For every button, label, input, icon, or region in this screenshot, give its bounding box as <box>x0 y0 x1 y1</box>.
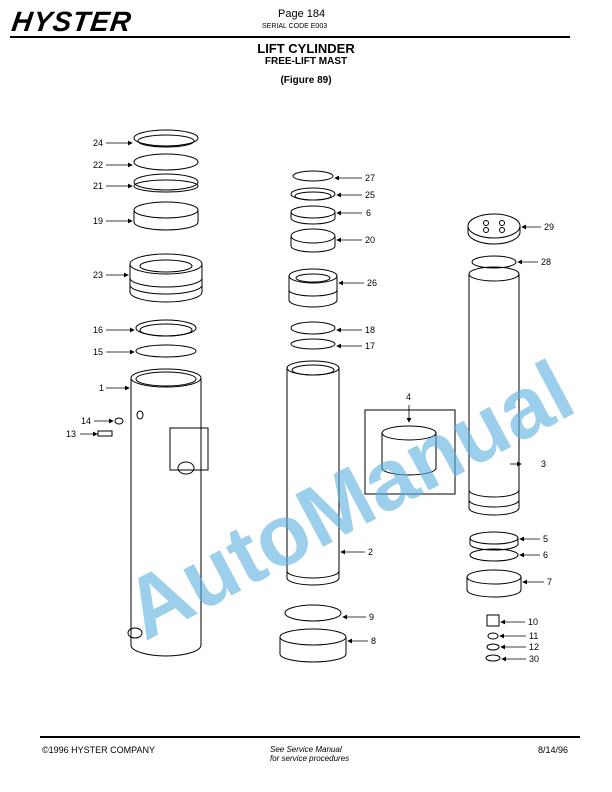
part-11-o-ring <box>487 632 499 640</box>
callout-30: 30 <box>529 654 539 664</box>
callout-4: 4 <box>406 392 411 402</box>
part-15-o-ring <box>135 344 197 358</box>
page-number: Page 184 <box>278 8 326 20</box>
part-13-screw <box>97 430 113 437</box>
callout-27: 27 <box>365 173 375 183</box>
part-6-ring-mid <box>290 205 336 219</box>
callout-24: 24 <box>93 138 103 148</box>
service-note-line1: See Service Manual <box>270 745 342 754</box>
part-29-cap <box>467 213 521 239</box>
part-8-wear-ring <box>279 628 347 646</box>
callout-13: 13 <box>66 429 76 439</box>
watermark: AutoManual <box>109 342 589 658</box>
page-title: LIFT CYLINDER <box>257 41 355 56</box>
part-7-wear-ring <box>466 569 522 585</box>
callout-5: 5 <box>543 534 548 544</box>
part-3-plunger <box>468 266 520 282</box>
callout-6-mid: 6 <box>366 208 371 218</box>
part-21-ring <box>133 173 199 191</box>
part-14-washer <box>114 417 124 425</box>
callout-17: 17 <box>365 341 375 351</box>
part-12-washer <box>486 643 500 651</box>
part-28-ring <box>471 255 517 269</box>
callout-29: 29 <box>544 222 554 232</box>
callout-14: 14 <box>81 416 91 426</box>
part-4-inset-box <box>364 409 456 495</box>
callout-23: 23 <box>93 270 103 280</box>
callout-8: 8 <box>371 636 376 646</box>
part-19-wear-ring <box>133 201 199 219</box>
serial-code: SERIAL CODE E003 <box>262 23 328 30</box>
part-27-ring <box>292 170 334 182</box>
figure-reference: (Figure 89) <box>280 75 332 86</box>
callout-21: 21 <box>93 181 103 191</box>
callout-10: 10 <box>528 617 538 627</box>
callout-20: 20 <box>365 235 375 245</box>
part-22-ring <box>133 153 199 171</box>
part-5-ring <box>469 531 519 545</box>
callout-11: 11 <box>529 631 538 641</box>
callout-3: 3 <box>541 459 546 469</box>
callout-19: 19 <box>93 216 103 226</box>
service-note-line2: for service procedures <box>270 754 350 763</box>
callout-1: 1 <box>99 383 104 393</box>
part-20-wear-ring <box>290 228 336 244</box>
callout-18: 18 <box>365 325 375 335</box>
callout-9: 9 <box>369 612 374 622</box>
page-subtitle: FREE-LIFT MAST <box>264 56 348 67</box>
callout-26: 26 <box>367 278 377 288</box>
callout-7: 7 <box>547 577 552 587</box>
footer-rule <box>40 736 580 738</box>
copyright: ©1996 HYSTER COMPANY <box>42 745 155 755</box>
callout-12: 12 <box>529 642 539 652</box>
part-26-piston <box>288 268 338 284</box>
part-30-seal <box>485 654 501 662</box>
callout-28: 28 <box>541 257 551 267</box>
callout-16: 16 <box>93 325 103 335</box>
part-24-ring <box>133 129 199 147</box>
part-18-seal <box>290 321 336 335</box>
callout-2: 2 <box>368 547 373 557</box>
header-rule <box>10 36 570 38</box>
part-10-fitting <box>486 614 500 627</box>
callout-15: 15 <box>93 347 103 357</box>
callout-25: 25 <box>365 190 375 200</box>
callout-6-right: 6 <box>543 550 548 560</box>
service-note: See Service Manual for service procedure… <box>270 745 349 763</box>
revision-date: 8/14/96 <box>538 745 569 755</box>
callout-22: 22 <box>93 160 103 170</box>
part-6-ring-right <box>469 548 519 562</box>
part-9-ring <box>284 604 342 622</box>
part-17-o-ring <box>290 338 336 350</box>
